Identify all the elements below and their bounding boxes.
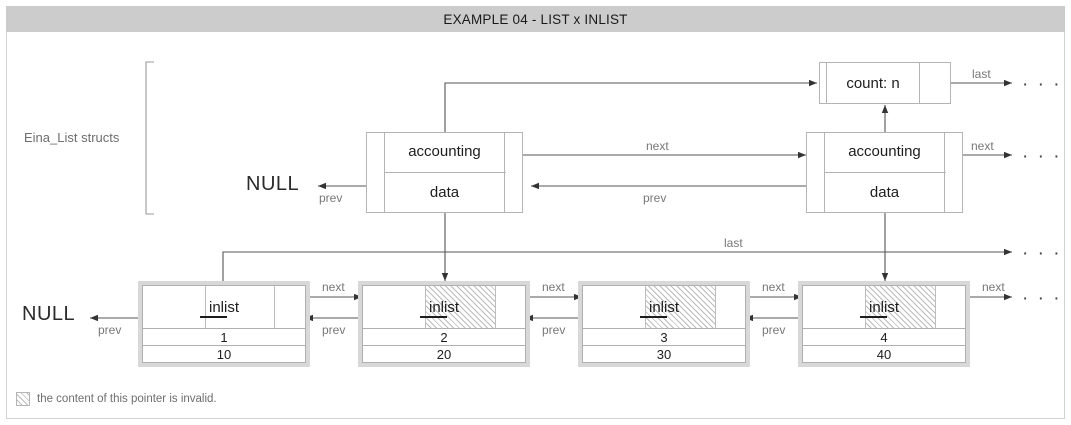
null-label-top: NULL xyxy=(246,173,300,195)
data-text: data xyxy=(869,184,900,201)
accounting-text: accounting xyxy=(408,143,481,160)
accounting-text: accounting xyxy=(848,143,921,160)
inlist-pointer-label: inlist xyxy=(428,298,459,316)
inlist-node-3-pointer-row: inlist xyxy=(582,285,746,329)
list-struct-1-prev-label: prev xyxy=(319,191,343,205)
invalid-pointer-hatch xyxy=(645,286,716,328)
data-text: data xyxy=(429,184,460,201)
null-label-bottom: NULL xyxy=(22,303,76,325)
diagram-title-bar: EXAMPLE 04 - LIST x INLIST xyxy=(6,6,1065,32)
count-last-ellipsis: · · · xyxy=(1022,74,1062,95)
inlist-node-1-value2: 10 xyxy=(142,346,306,363)
invalid-pointer-hatch xyxy=(865,286,936,328)
inlist-node-2-value2: 20 xyxy=(362,346,526,363)
list-struct-2-next-ellipsis: · · · xyxy=(1022,146,1062,167)
inlist-node-4-next-ellipsis: · · · xyxy=(1022,288,1062,309)
list-struct-2-prev-label: prev xyxy=(643,191,667,205)
inlist-pointer-label: inlist xyxy=(868,298,899,316)
count-label: count: n xyxy=(846,74,900,92)
inlist-node-3-value2: 30 xyxy=(582,346,746,363)
inlist-node-3-value1: 3 xyxy=(582,329,746,346)
inlist-node-3-next-label: next xyxy=(762,280,785,294)
inlist-node-4: inlist 4 40 xyxy=(798,281,970,367)
inlist-node-4-value1: 4 xyxy=(802,329,966,346)
inlist-pointer-label: inlist xyxy=(208,298,239,316)
inlist-node-2-prev-label: prev xyxy=(542,323,566,337)
inlist-node-2-pointer-row: inlist xyxy=(362,285,526,329)
count-last-label: last xyxy=(972,67,991,81)
legend-hatch-swatch xyxy=(16,392,30,406)
inlist-node-3: inlist 3 30 xyxy=(578,281,750,367)
inlist-node-2: inlist 2 20 xyxy=(358,281,530,367)
legend-text: the content of this pointer is invalid. xyxy=(37,393,217,405)
list-struct-1-next-label: next xyxy=(646,139,669,153)
page-title: EXAMPLE 04 - LIST x INLIST xyxy=(443,11,628,27)
inlist-node-4-pointer-row: inlist xyxy=(802,285,966,329)
inlist-null-prev-label: prev xyxy=(98,323,122,337)
inlist-node-1-value1: 1 xyxy=(142,329,306,346)
inlist-node-4-value2: 40 xyxy=(802,346,966,363)
list-struct-1-inner xyxy=(384,132,506,213)
legend: the content of this pointer is invalid. xyxy=(16,392,217,406)
eina-list-group-label: Eina_List structs xyxy=(24,130,120,145)
inlist-node-3-prev-label: prev xyxy=(762,323,786,337)
inlist-node-1-next-label: next xyxy=(322,280,345,294)
inlist-node-1: inlist 1 10 xyxy=(138,281,310,367)
inlist-node-2-next-label: next xyxy=(542,280,565,294)
last-pointer-ellipsis: · · · xyxy=(1022,243,1062,264)
list-struct-1-accounting: accounting xyxy=(384,132,505,171)
list-struct-2-accounting: accounting xyxy=(824,132,945,171)
last-pointer-label: last xyxy=(724,236,743,250)
count-box: count: n xyxy=(826,62,920,104)
invalid-pointer-hatch xyxy=(425,286,496,328)
inlist-pointer-label: inlist xyxy=(648,298,679,316)
list-struct-2-data: data xyxy=(824,172,945,213)
list-struct-2-inner xyxy=(824,132,946,213)
inlist-node-4-next-label: next xyxy=(982,280,1005,294)
list-struct-1-data: data xyxy=(384,172,505,213)
inlist-node-2-value1: 2 xyxy=(362,329,526,346)
list-struct-2-next-label: next xyxy=(971,139,994,153)
inlist-node-1-pointer-row: inlist xyxy=(142,285,306,329)
inlist-node-1-prev-label: prev xyxy=(322,323,346,337)
